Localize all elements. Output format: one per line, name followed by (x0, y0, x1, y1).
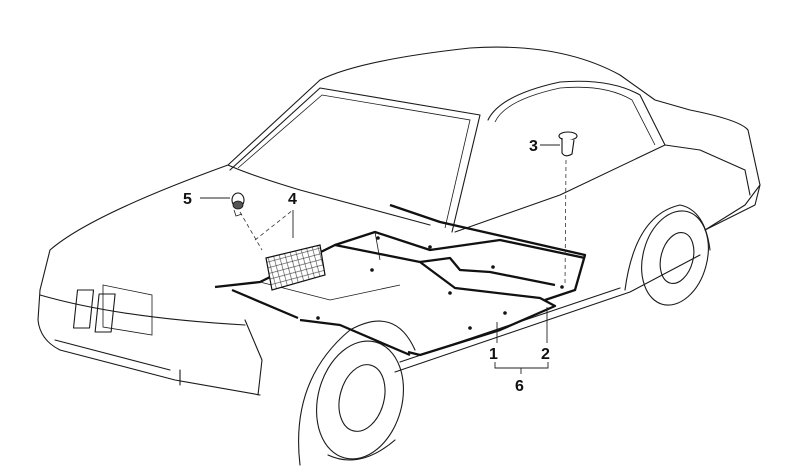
callout-3: 3 (529, 138, 538, 155)
callout-4: 4 (288, 191, 297, 208)
grommet-part (231, 192, 263, 251)
callout-5: 5 (183, 191, 192, 208)
floor-mat-rear (334, 203, 587, 302)
callout-6: 6 (515, 378, 524, 395)
floor-mat-front (214, 243, 557, 357)
front-wheel (298, 320, 416, 466)
leader-lines (200, 144, 560, 374)
car-body-outline (37, 46, 761, 396)
callout-1: 1 (489, 346, 498, 363)
clip-part (558, 131, 578, 286)
callout-2: 2 (541, 346, 550, 363)
insulation-pad (254, 209, 326, 291)
rear-wheel (624, 204, 711, 306)
